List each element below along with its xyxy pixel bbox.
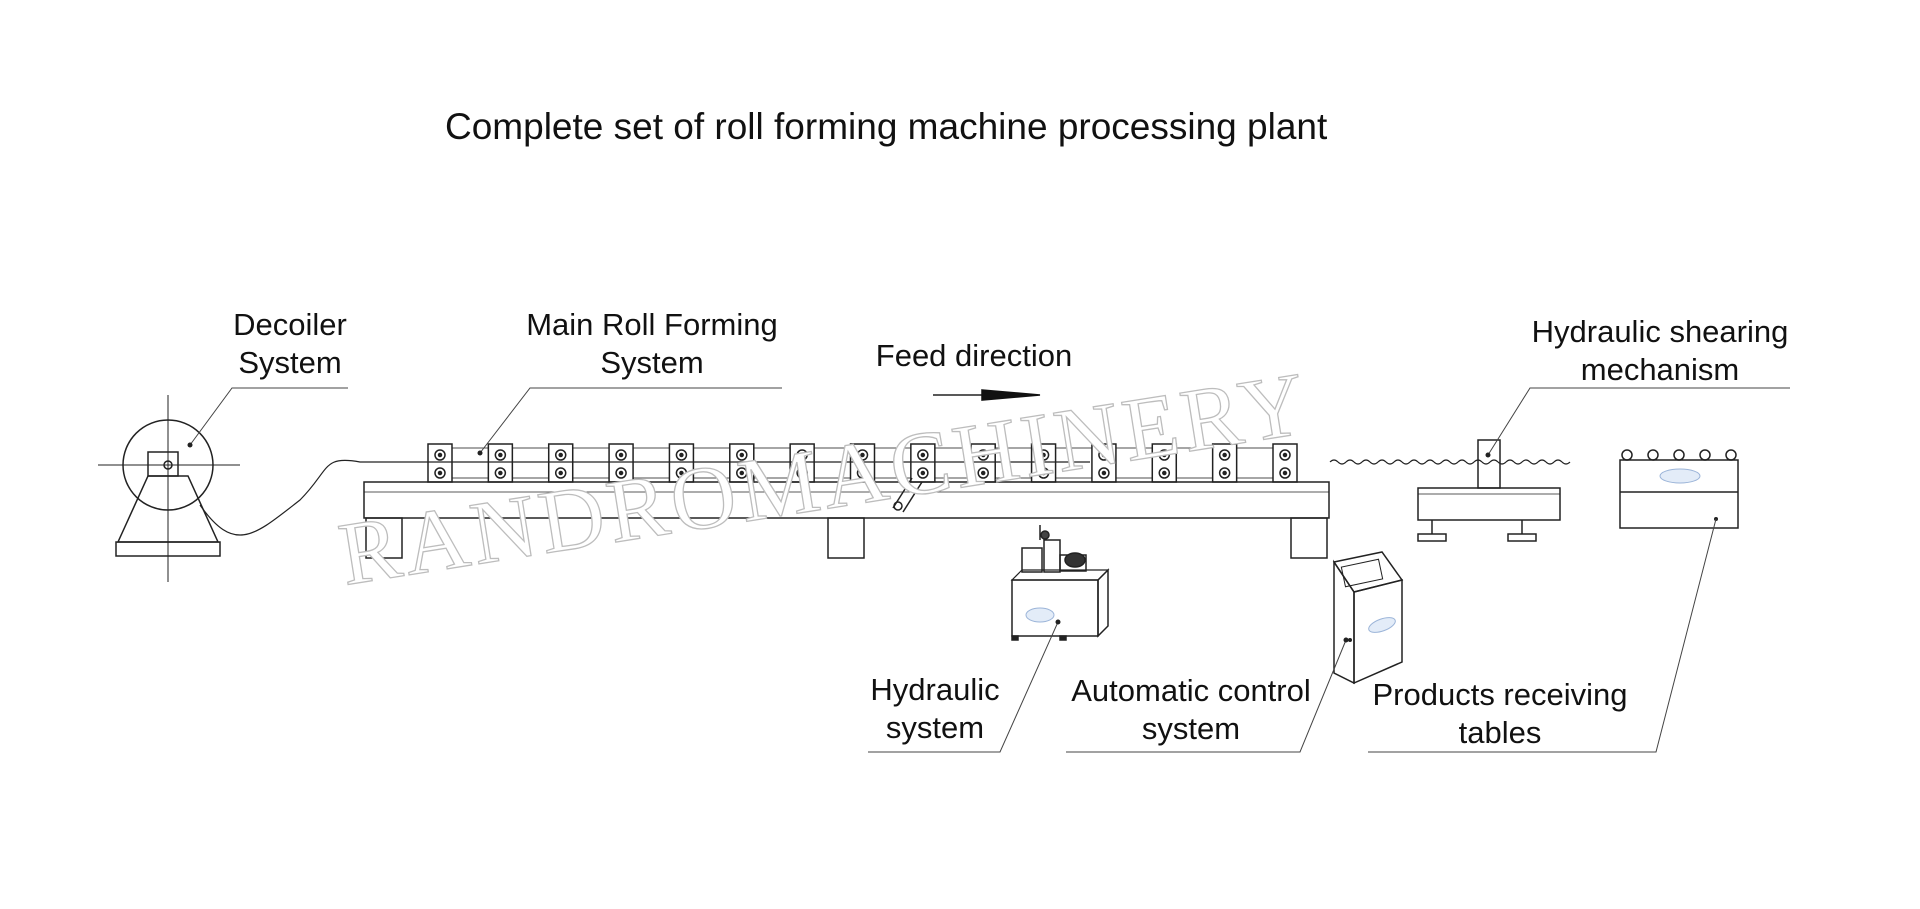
table-bolt — [1621, 449, 1633, 461]
roller-stand — [608, 443, 634, 483]
roller-stand — [427, 443, 453, 483]
label-main-roll-line1: Main Roll Forming — [526, 307, 778, 342]
roller-stand — [487, 443, 514, 483]
strip-curve — [199, 459, 1090, 536]
decoiler-leader — [189, 387, 348, 446]
label-control: Automatic control system — [1050, 672, 1332, 748]
label-control-line2: system — [1141, 711, 1241, 746]
label-receiving-line1: Products receiving — [1372, 677, 1628, 712]
hydraulic-leader — [868, 621, 1059, 753]
roller-spacer — [451, 447, 489, 479]
table-bolt — [1699, 449, 1711, 461]
shearing-leader — [1487, 387, 1790, 456]
feed-arrow — [933, 389, 1041, 401]
label-receiving-line2: tables — [1458, 715, 1542, 750]
watermark-text: RANDROMACHINERY — [333, 354, 1317, 605]
label-decoiler: Decoiler System — [195, 306, 385, 382]
label-main-roll-line2: System — [600, 345, 704, 380]
formed-sheet — [1329, 459, 1571, 465]
label-main-roll: Main Roll Forming System — [502, 306, 802, 382]
receiving-table — [1619, 449, 1739, 529]
control-leader — [1066, 639, 1347, 753]
decoiler-drawing — [98, 395, 240, 582]
label-hydraulic-line1: Hydraulic — [870, 672, 1000, 707]
shearing-machine — [1417, 439, 1561, 542]
label-decoiler-line1: Decoiler — [233, 307, 347, 342]
roller-stands — [427, 443, 1298, 483]
table-bolt — [1647, 449, 1659, 461]
diagram-title: Complete set of roll forming machine pro… — [445, 106, 1328, 147]
main-roll-leader — [479, 387, 782, 454]
label-decoiler-line2: System — [238, 345, 342, 380]
roller-stand — [1272, 443, 1298, 483]
label-hydraulic-line2: system — [885, 710, 985, 745]
receiving-leader — [1368, 518, 1717, 753]
label-shearing: Hydraulic shearing mechanism — [1515, 313, 1805, 389]
label-shearing-line1: Hydraulic shearing — [1531, 314, 1789, 349]
label-shearing-line2: mechanism — [1580, 352, 1740, 387]
leader-lines — [187, 387, 1790, 753]
control-cabinet — [1332, 551, 1404, 685]
label-feed-direction: Feed direction — [875, 338, 1073, 373]
label-hydraulic: Hydraulic system — [855, 671, 1015, 747]
roll-forming-machine — [363, 443, 1330, 559]
label-control-line1: Automatic control — [1071, 673, 1311, 708]
roller-stand — [1211, 443, 1238, 483]
label-receiving: Products receiving tables — [1352, 676, 1648, 752]
adjust-handle — [892, 477, 923, 513]
table-bolt — [1673, 449, 1685, 461]
table-bolt — [1725, 449, 1737, 461]
hydraulic-station — [1010, 525, 1110, 641]
